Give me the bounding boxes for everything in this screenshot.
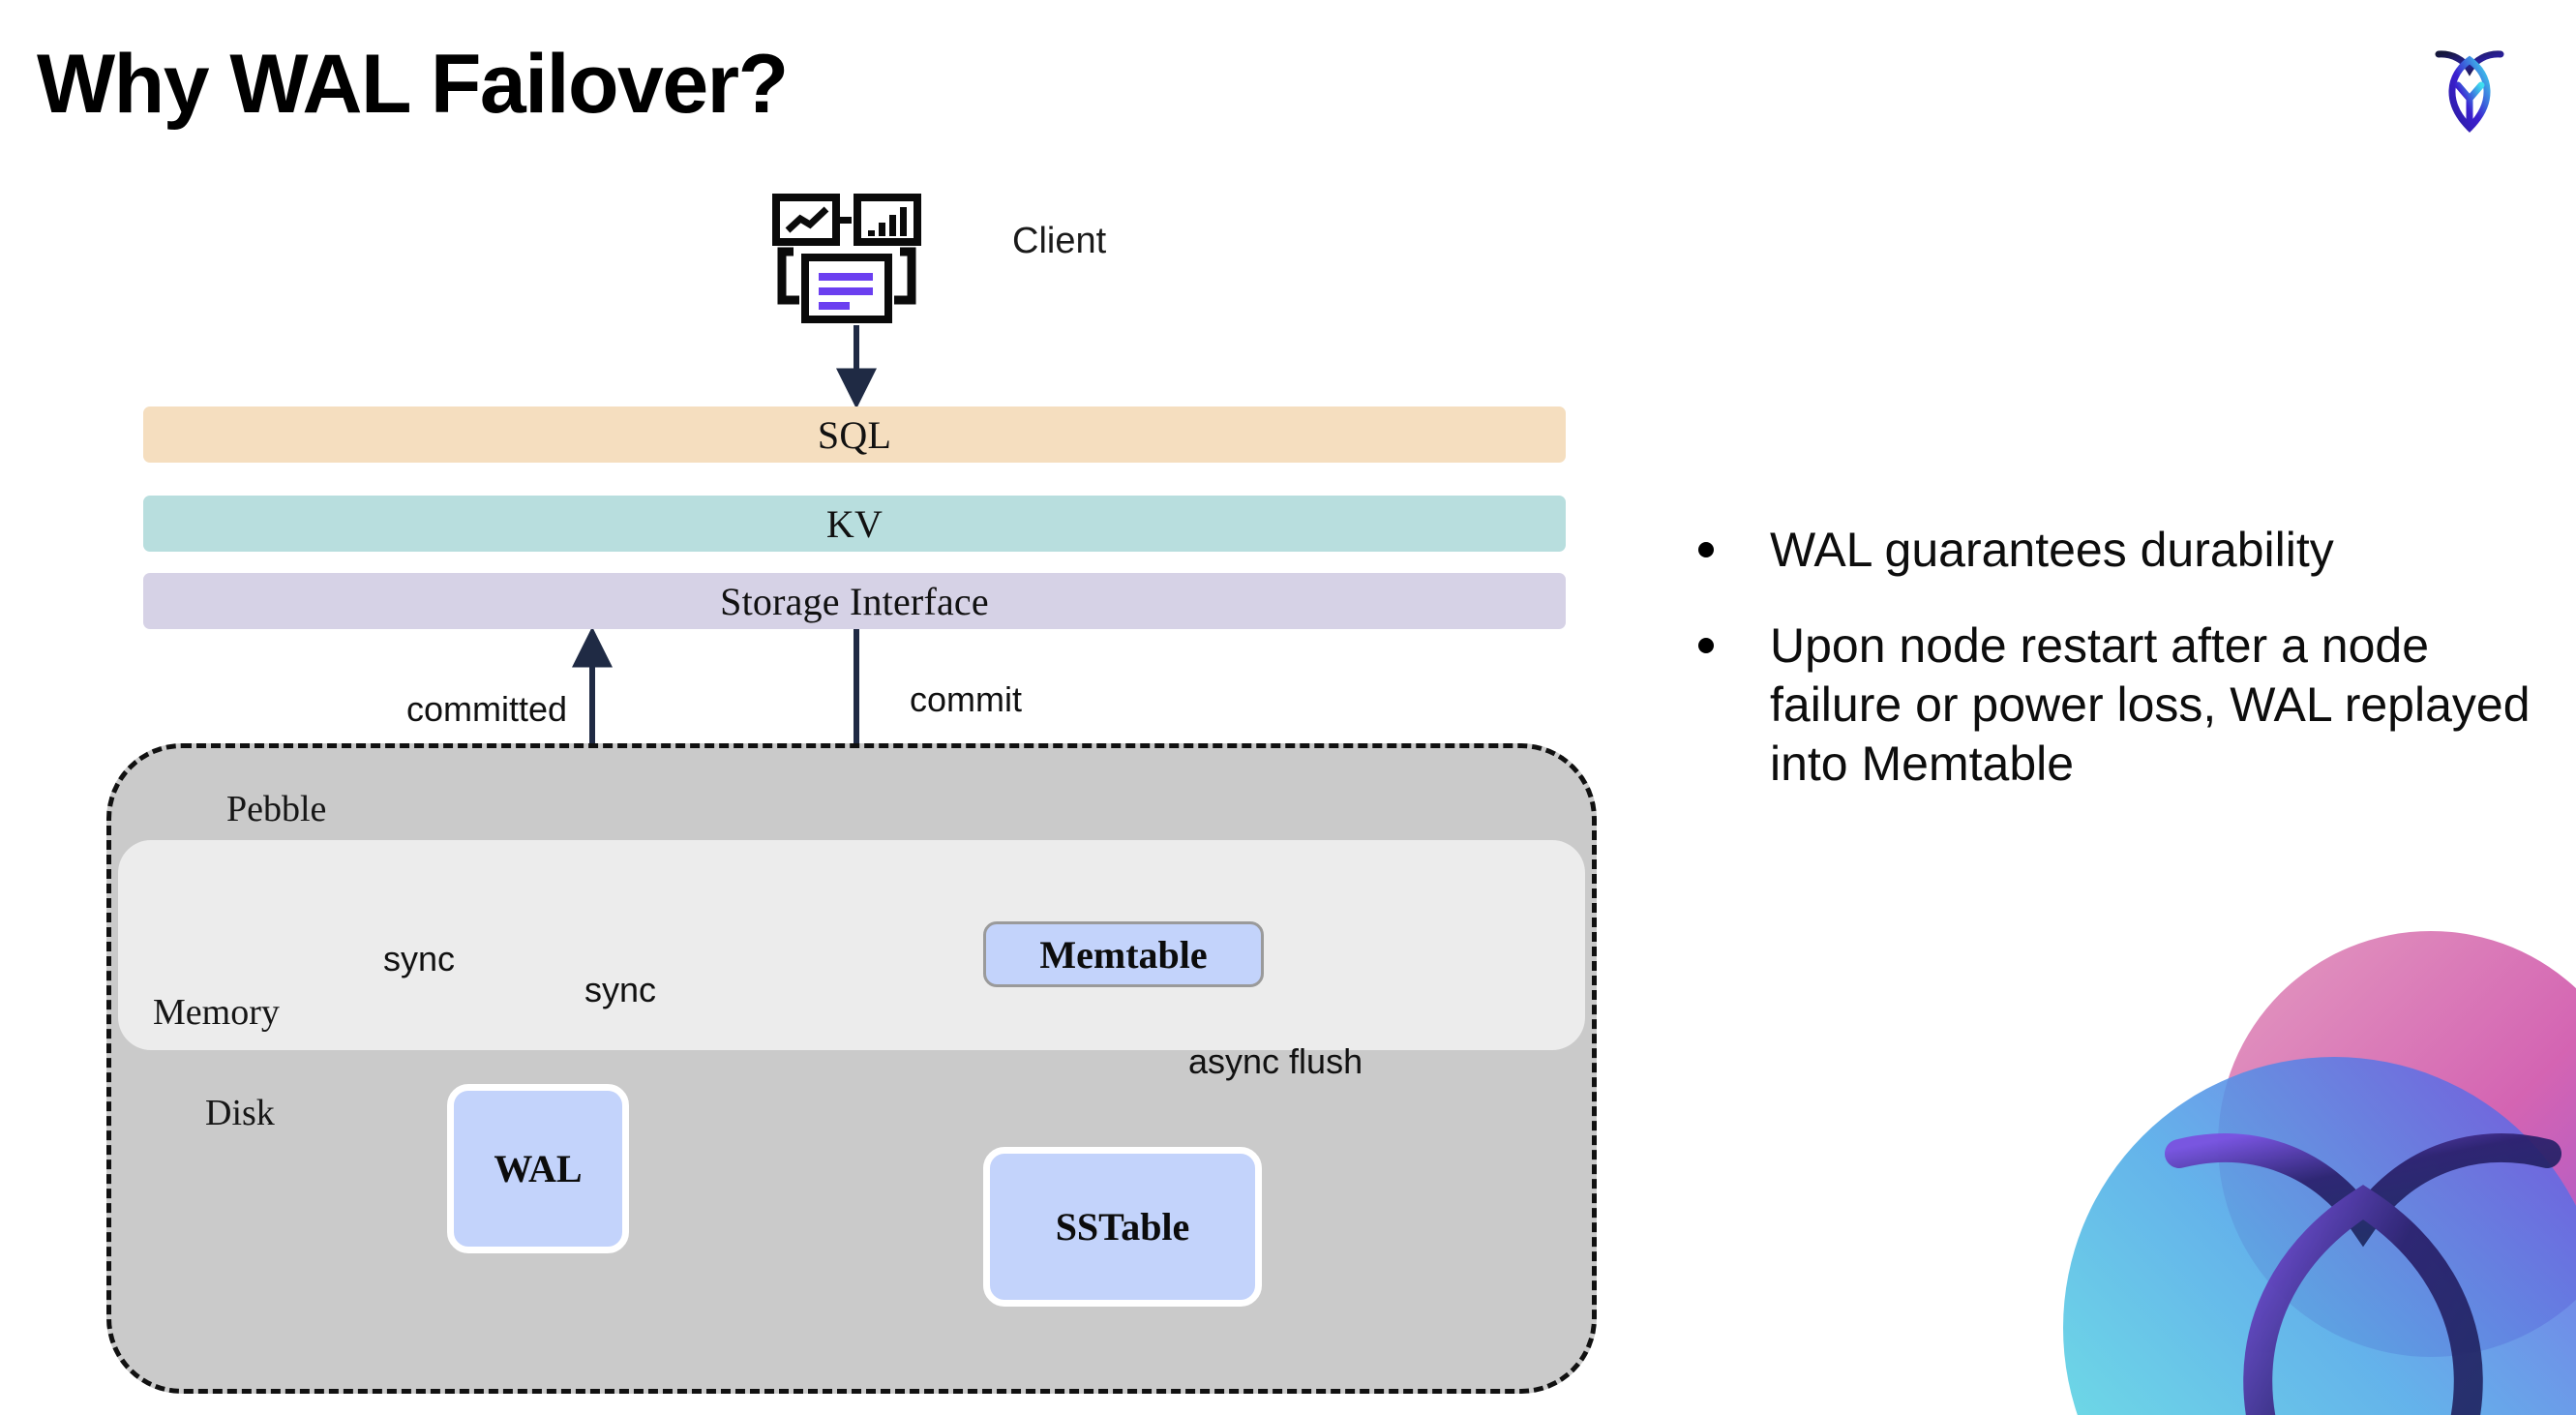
layer-label-storage-interface: Storage Interface: [720, 579, 989, 623]
node-label-memtable: Memtable: [1039, 932, 1208, 977]
bullet-dot-icon: [1698, 542, 1714, 557]
node-wal: WAL: [447, 1084, 629, 1253]
list-item: Upon node restart after a node failure o…: [1698, 617, 2540, 794]
layer-label-kv: KV: [825, 501, 884, 546]
client-dashboard-icon: [772, 194, 925, 324]
layer-bar-sql: SQL: [143, 406, 1566, 463]
edge-label-commit: commit: [910, 679, 1022, 719]
list-item: WAL guarantees durability: [1698, 521, 2540, 580]
client-label: Client: [1012, 221, 1107, 261]
edge-label-sync-right: sync: [584, 970, 657, 1009]
node-label-sstable: SSTable: [1055, 1205, 1190, 1249]
edge-label-async-flush: async flush: [1188, 1041, 1363, 1081]
memory-zone: [118, 840, 1585, 1050]
layer-bar-kv: KV: [143, 496, 1566, 552]
layer-label-sql: SQL: [817, 412, 892, 457]
layer-bar-storage-interface: Storage Interface: [143, 573, 1566, 629]
decorative-brand-art: [2015, 912, 2576, 1415]
architecture-diagram: Client SQL KV Storage Interface Pebble M…: [106, 194, 1597, 1394]
bullet-text: WAL guarantees durability: [1770, 523, 2334, 577]
node-label-wal: WAL: [494, 1147, 583, 1190]
cockroachdb-logo: [2415, 31, 2524, 139]
pebble-label: Pebble: [226, 789, 327, 829]
disk-label: Disk: [205, 1093, 275, 1133]
edge-label-sync-left: sync: [383, 939, 456, 978]
node-sstable: SSTable: [983, 1147, 1262, 1307]
node-memtable: Memtable: [983, 921, 1264, 987]
page-title: Why WAL Failover?: [37, 38, 789, 131]
bullet-list: WAL guarantees durability Upon node rest…: [1698, 521, 2540, 830]
bullet-text: Upon node restart after a node failure o…: [1770, 618, 2531, 791]
bullet-dot-icon: [1698, 638, 1714, 653]
edge-label-committed: committed: [406, 689, 568, 729]
memory-label: Memory: [153, 992, 280, 1033]
